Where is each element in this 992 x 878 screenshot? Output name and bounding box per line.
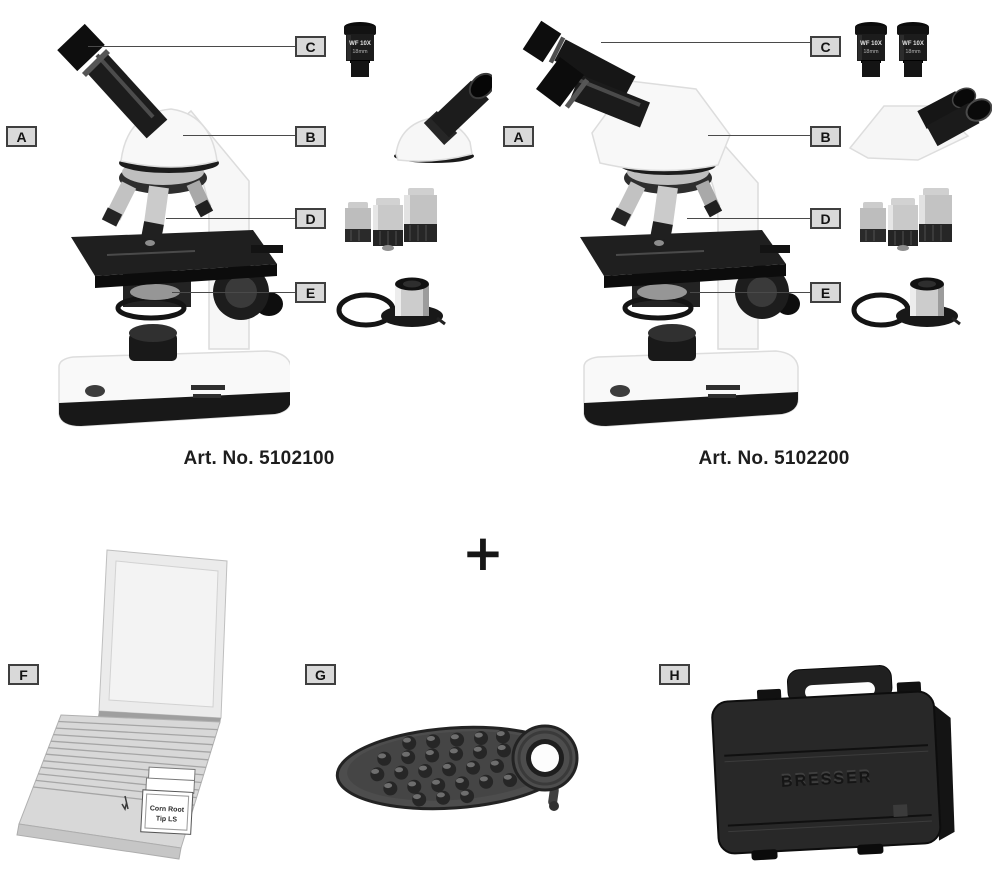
- callout-letter: A: [16, 128, 27, 145]
- leader-line-e-right: [690, 292, 810, 293]
- slide-label: Corn Root Tip LS: [140, 766, 196, 835]
- case-brand-emboss: BRESSER: [780, 767, 872, 789]
- leader-line-c-left: [88, 46, 295, 47]
- callout-letter: B: [820, 128, 831, 145]
- leader-line-c-right: [601, 42, 810, 43]
- case-latch: [896, 681, 922, 694]
- plus-sign: +: [462, 524, 504, 582]
- callout-c-left: C: [295, 36, 326, 57]
- monocular-head-icon: [394, 72, 492, 163]
- eyepiece-marking: WF 10X: [860, 41, 882, 47]
- case-foot: [857, 843, 884, 855]
- case-emblem: [893, 804, 908, 817]
- binocular-head: [522, 20, 731, 175]
- leader-line-b-left: [183, 135, 295, 136]
- callout-e-left: E: [295, 282, 326, 303]
- callout-letter: A: [513, 128, 524, 145]
- leader-line-e-left: [172, 292, 295, 293]
- stage-plate: [580, 230, 790, 288]
- callout-letter: F: [19, 666, 28, 683]
- callout-letter: D: [820, 210, 831, 227]
- illumination-knob: [648, 324, 696, 361]
- leader-line-d-right: [687, 218, 810, 219]
- case-latch: [756, 688, 782, 701]
- microscope-binocular-illustration: [522, 20, 800, 427]
- case-brand-text: BRESSER: [781, 769, 873, 791]
- callout-c-right: C: [810, 36, 841, 57]
- art-no-right: Art. No. 5102200: [698, 448, 850, 469]
- callout-letter: D: [305, 210, 316, 227]
- art-no-left: Art. No. 5102100: [183, 448, 335, 469]
- eyepiece-marking: WF 10X: [902, 41, 924, 47]
- leader-line-d-left: [166, 218, 295, 219]
- slide-box-illustration: Corn Root Tip LS: [16, 549, 228, 860]
- callout-letter: E: [305, 284, 316, 301]
- slide-label-text: Corn Root: [150, 805, 185, 814]
- eyepiece-marking: WF 10X: [349, 41, 371, 47]
- callout-letter: E: [820, 284, 831, 301]
- callout-b-right: B: [810, 126, 841, 147]
- brand-logo-mark: [85, 385, 105, 397]
- illumination-knob: [129, 324, 177, 361]
- eyepiece-marking: 18mm: [352, 49, 368, 55]
- callout-h: H: [659, 664, 690, 685]
- condenser-icon: [851, 277, 961, 328]
- callout-f: F: [8, 664, 39, 685]
- eyepiece-icon: WF 10X 18mm: [344, 22, 376, 77]
- microscope-monocular-illustration: [57, 23, 290, 427]
- callout-letter: C: [820, 38, 831, 55]
- slide-label-text: Tip LS: [156, 816, 178, 824]
- callout-a-left: A: [6, 126, 37, 147]
- callout-e-right: E: [810, 282, 841, 303]
- eyepieces-pair-icon: WF 10X 18mm WF 10X 18mm: [855, 22, 929, 77]
- eyepiece-marking: 18mm: [905, 49, 921, 55]
- callout-letter: H: [669, 666, 680, 683]
- callout-b-left: B: [295, 126, 326, 147]
- callout-letter: C: [305, 38, 316, 55]
- eyepiece-tube: [57, 23, 168, 139]
- case-foot: [751, 849, 778, 861]
- leader-line-b-right: [708, 135, 810, 136]
- binocular-head-icon: [848, 87, 992, 161]
- condenser-icon: [336, 277, 446, 328]
- callout-d-right: D: [810, 208, 841, 229]
- tray-ring: [511, 724, 579, 811]
- callout-a-right: A: [503, 126, 534, 147]
- objectives-icon: [345, 188, 437, 251]
- callout-d-left: D: [295, 208, 326, 229]
- accessory-tray-illustration: [335, 724, 579, 811]
- objectives-icon: [860, 188, 952, 251]
- microscope-base: [58, 350, 290, 427]
- carrying-case-illustration: BRESSER BRESSER: [711, 665, 955, 861]
- callout-g: G: [305, 664, 336, 685]
- callout-letter: G: [315, 666, 326, 683]
- stage-plate: [71, 230, 283, 288]
- microscope-base: [583, 350, 799, 427]
- brand-logo-mark: [610, 385, 630, 397]
- eyepiece-marking: 18mm: [863, 49, 879, 55]
- callout-letter: B: [305, 128, 316, 145]
